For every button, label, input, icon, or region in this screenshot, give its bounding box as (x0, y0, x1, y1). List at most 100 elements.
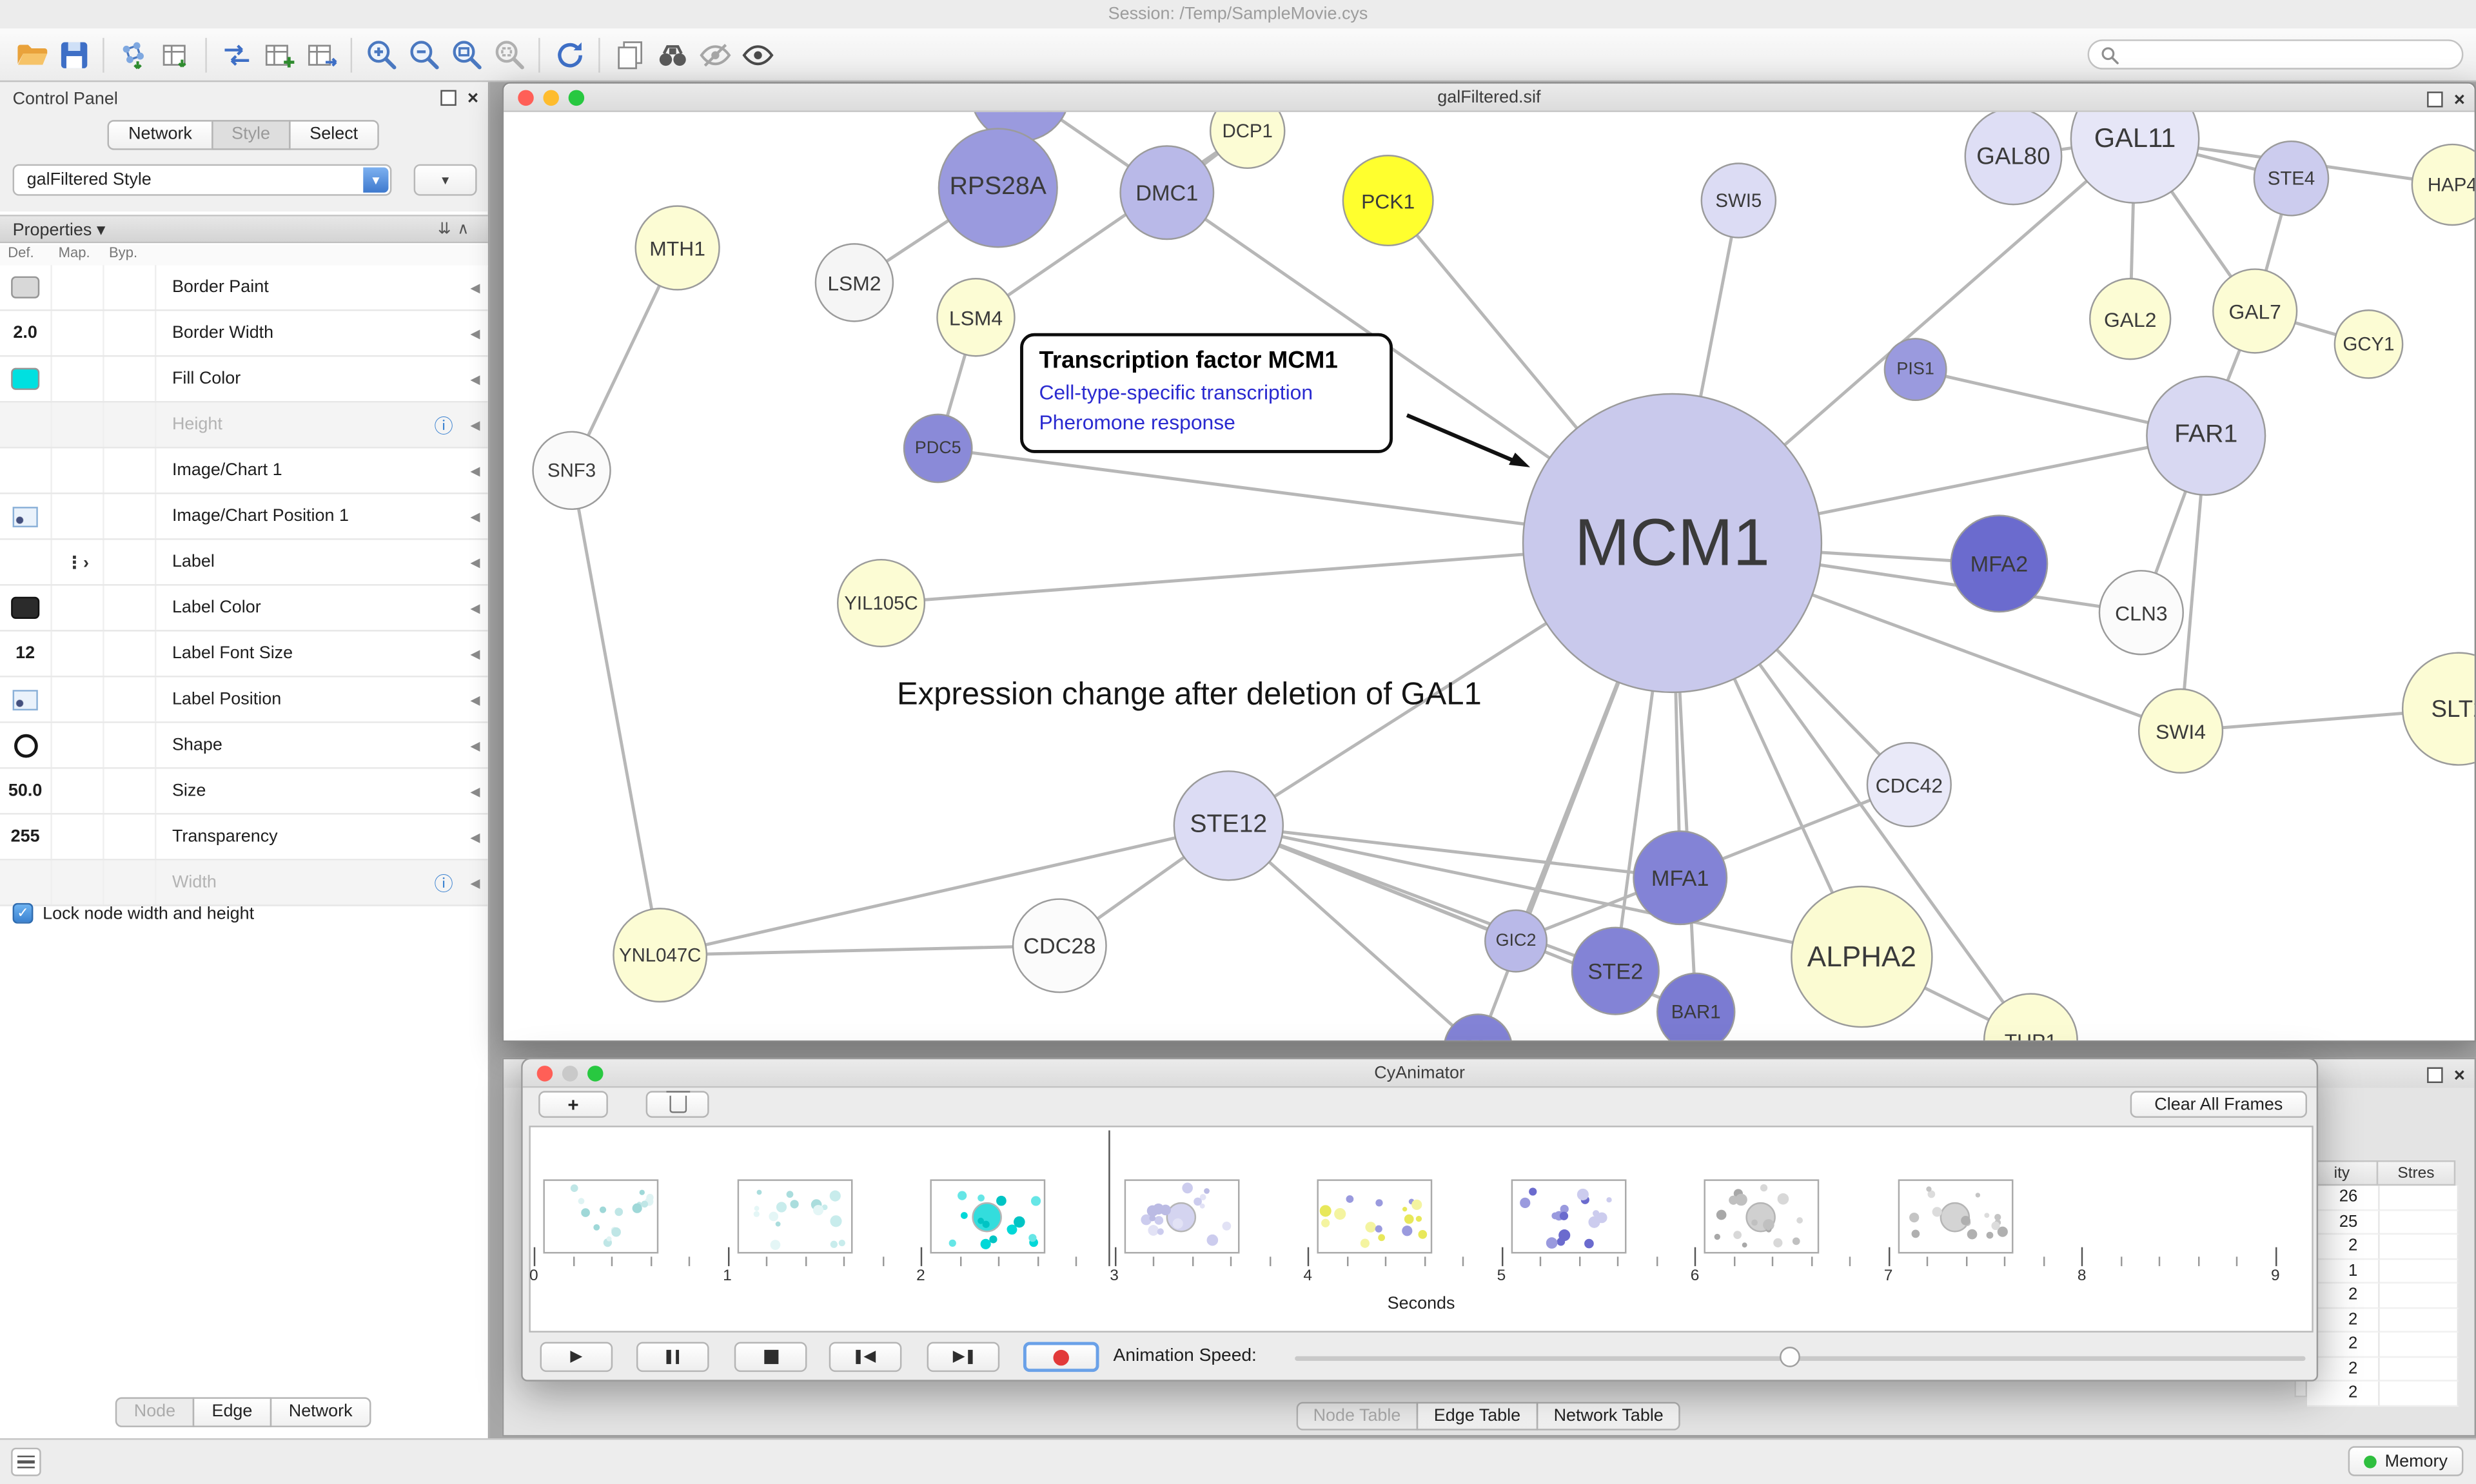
import-network-icon[interactable] (112, 33, 155, 75)
network-node-yil105c[interactable]: YIL105C (836, 558, 926, 648)
default-cell[interactable] (0, 265, 52, 310)
table-row[interactable]: 25 (2306, 1210, 2459, 1235)
table-plus-icon[interactable] (257, 33, 300, 75)
table-row[interactable]: 2 (2306, 1381, 2459, 1406)
bypass-cell[interactable] (104, 494, 157, 539)
skip-to-start-button[interactable]: ◀ (829, 1342, 902, 1372)
copy-icon[interactable] (608, 33, 651, 75)
property-row-image-chart-1[interactable]: Image/Chart 1◀ (0, 448, 488, 494)
mapping-cell[interactable] (52, 723, 104, 768)
zoom-selected-icon[interactable] (488, 33, 531, 75)
mapping-cell[interactable]: ⋮› (52, 540, 104, 585)
position-icon[interactable] (12, 688, 38, 710)
network-node-gic2[interactable]: GIC2 (1484, 909, 1548, 973)
default-cell[interactable] (0, 494, 52, 539)
default-cell[interactable] (0, 723, 52, 768)
default-cell[interactable]: 50.0 (0, 768, 52, 814)
network-node-pdc5[interactable]: PDC5 (903, 413, 973, 483)
network-node-mcm1[interactable]: MCM1 (1522, 393, 1823, 694)
frame-thumbnail-2[interactable] (930, 1179, 1046, 1254)
color-swatch[interactable] (11, 276, 40, 298)
play-button[interactable]: ▶ (540, 1342, 613, 1372)
mapping-cell[interactable] (52, 265, 104, 310)
open-icon[interactable] (10, 33, 52, 75)
bypass-cell[interactable] (104, 311, 157, 356)
table-row[interactable]: 2 (2306, 1235, 2459, 1260)
default-cell[interactable] (0, 677, 52, 722)
mapping-icon[interactable]: ⋮› (66, 553, 89, 572)
expand-arrow-icon[interactable]: ◀ (470, 829, 480, 844)
float-window-icon[interactable] (2427, 92, 2443, 108)
network-node-n37[interactable] (1443, 1013, 1513, 1040)
expand-arrow-icon[interactable]: ◀ (470, 737, 480, 752)
expand-arrow-icon[interactable]: ◀ (470, 509, 480, 523)
network-node-ynl047c[interactable]: YNL047C (613, 908, 708, 1003)
zoom-out-icon[interactable] (402, 33, 445, 75)
network-node-mth1[interactable]: MTH1 (634, 205, 720, 291)
skip-to-end-button[interactable]: ▶ (927, 1342, 1000, 1372)
style-options-dropdown[interactable]: ▾ (413, 164, 477, 196)
expand-arrow-icon[interactable]: ◀ (470, 692, 480, 707)
tab-edge-table[interactable]: Edge Table (1416, 1401, 1538, 1430)
zoom-fit-icon[interactable] (446, 33, 488, 75)
network-node-ste4[interactable]: STE4 (2253, 140, 2330, 217)
tab-select[interactable]: Select (289, 120, 378, 150)
stop-button[interactable] (734, 1342, 807, 1372)
table-row[interactable]: 2 (2306, 1284, 2459, 1308)
tab-network-table[interactable]: Network Table (1536, 1401, 1681, 1430)
network-node-gal11[interactable]: GAL11 (2070, 112, 2200, 204)
tab-network[interactable]: Network (108, 120, 213, 150)
network-node-mfa1[interactable]: MFA1 (1633, 830, 1728, 926)
network-node-pck1[interactable]: PCK1 (1342, 155, 1434, 247)
cyanimator-titlebar[interactable]: CyAnimator (522, 1059, 2317, 1088)
property-row-fill-color[interactable]: Fill Color◀ (0, 356, 488, 403)
default-cell[interactable] (0, 356, 52, 402)
network-node-ste12[interactable]: STE12 (1173, 770, 1284, 881)
frame-thumbnail-0[interactable] (543, 1179, 659, 1254)
network-node-gal2[interactable]: GAL2 (2089, 278, 2172, 360)
annotation-box[interactable]: Transcription factor MCM1 Cell-type-spec… (1020, 333, 1393, 453)
mapping-cell[interactable] (52, 860, 104, 905)
tab-edge[interactable]: Edge (193, 1397, 271, 1427)
bypass-cell[interactable] (104, 540, 157, 585)
mapping-cell[interactable] (52, 631, 104, 676)
pause-button[interactable] (636, 1342, 709, 1372)
binoculars-icon[interactable] (651, 33, 693, 75)
float-panel-icon[interactable] (2427, 1067, 2443, 1084)
expand-arrow-icon[interactable]: ◀ (470, 554, 480, 569)
network-node-dcp1[interactable]: DCP1 (1209, 112, 1286, 170)
network-canvas[interactable]: RPS28BRPS28ADMC1DCP1PCK1SWI5GAL80GAL11ST… (504, 112, 2475, 1040)
close-window-icon[interactable] (536, 1066, 553, 1082)
minimize-window-icon[interactable] (562, 1066, 578, 1082)
color-swatch[interactable] (11, 596, 40, 620)
property-row-image-chart-position-1[interactable]: Image/Chart Position 1◀ (0, 494, 488, 540)
bypass-cell[interactable] (104, 265, 157, 310)
mapping-cell[interactable] (52, 585, 104, 630)
annotation-link[interactable]: Cell-type-specific transcription (1039, 380, 1313, 404)
mapping-cell[interactable] (52, 677, 104, 722)
add-frame-button[interactable]: + (538, 1091, 608, 1118)
bypass-cell[interactable] (104, 768, 157, 814)
bypass-cell[interactable] (104, 585, 157, 630)
network-node-slt2[interactable]: SLT2 (2401, 652, 2475, 766)
network-node-hap4[interactable]: HAP4 (2411, 143, 2475, 226)
table-row[interactable]: 1 (2306, 1259, 2459, 1284)
mapping-cell[interactable] (52, 402, 104, 447)
zoom-window-icon[interactable] (568, 90, 585, 106)
close-panel-icon[interactable]: × (2453, 1064, 2465, 1086)
property-row-label-position[interactable]: Label Position◀ (0, 677, 488, 723)
default-cell[interactable] (0, 448, 52, 493)
memory-button[interactable]: Memory (2348, 1446, 2464, 1476)
network-node-far1[interactable]: FAR1 (2146, 375, 2266, 496)
property-row-shape[interactable]: Shape◀ (0, 723, 488, 769)
mapping-cell[interactable] (52, 311, 104, 356)
network-node-swi4[interactable]: SWI4 (2137, 688, 2224, 774)
default-cell[interactable] (0, 860, 52, 905)
mapping-cell[interactable] (52, 448, 104, 493)
default-cell[interactable] (0, 402, 52, 447)
network-node-ste2[interactable]: STE2 (1571, 926, 1660, 1015)
current-style-dropdown[interactable]: galFiltered Style ▾ (12, 164, 392, 196)
frame-thumbnail-3[interactable] (1123, 1179, 1239, 1254)
tab-network[interactable]: Network (270, 1397, 371, 1427)
